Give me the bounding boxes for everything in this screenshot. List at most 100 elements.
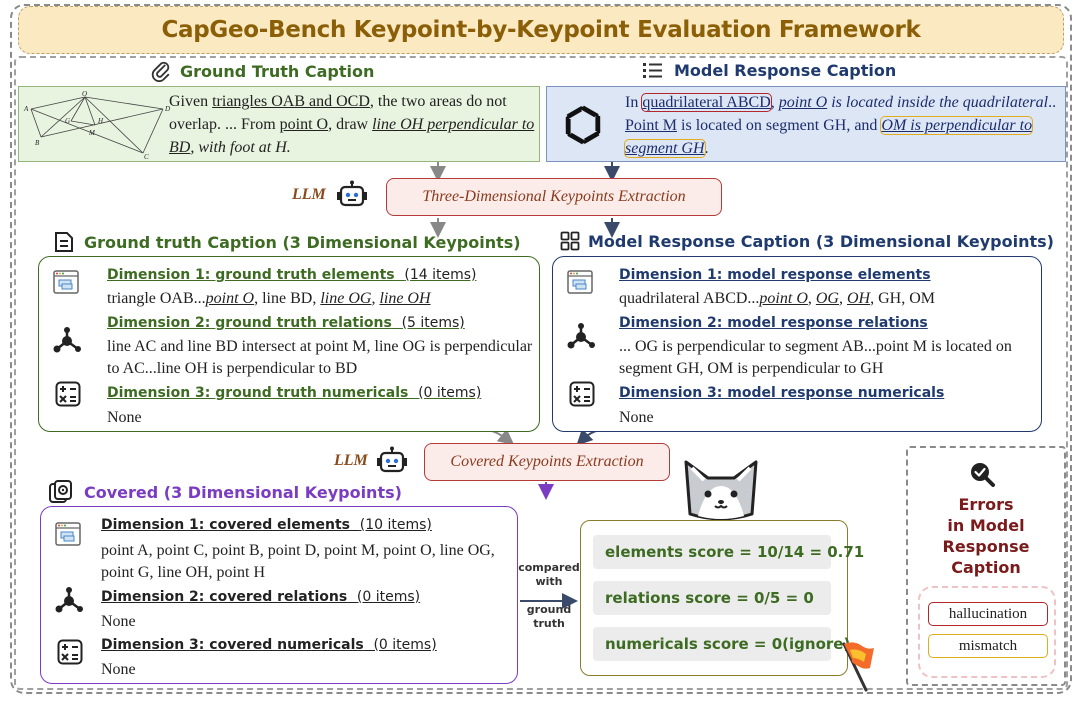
model-kp-box: Dimension 1: model response elements qua…: [552, 256, 1042, 432]
document-icon: [55, 232, 73, 252]
covered-dim2-body: None: [101, 611, 513, 633]
diagram-point-h: H: [97, 117, 104, 125]
diagram-point-b: B: [35, 139, 40, 147]
covered-header: Covered (3 Dimensional Keypoints): [48, 479, 402, 505]
covered-dim2-count: (0 items): [356, 589, 421, 605]
compare-label-line2: with: [535, 575, 563, 588]
inner-frame: [14, 56, 1068, 690]
errors-title-line3: Response: [942, 537, 1030, 556]
text-segment: ,: [371, 290, 380, 307]
scores-box: elements score = 10/14 = 0.71 relations …: [580, 520, 864, 676]
model-dim3-title: Dimension 3: model response numericals: [619, 385, 945, 401]
flag-icon: [842, 642, 874, 692]
text-segment: None: [101, 661, 136, 678]
numericals-score: numericals score = 0(ignore): [593, 627, 850, 661]
gt-caption-text: Given triangles OAB and OCD, the two are…: [169, 90, 535, 159]
calculator-numericals-icon: [57, 639, 83, 665]
elements-score: elements score = 10/14 = 0.71: [593, 535, 864, 569]
molecule-relations-icon: [567, 323, 595, 349]
llm-label-2: LLM: [334, 452, 368, 469]
search-error-icon: [971, 463, 995, 487]
compare-label-line3: ground: [526, 603, 572, 616]
gt-caption-box: A O D B G M H C Given triangles OAB and …: [18, 86, 540, 162]
page-title: CapGeo-Bench Keypoint-by-Keypoint Evalua…: [161, 17, 921, 43]
model-caption-box: In quadrilateral ABCD, point O is locate…: [546, 86, 1066, 162]
covered-box: Dimension 1: covered elements (10 items)…: [40, 506, 518, 684]
text-segment: .: [704, 140, 709, 157]
text-segment: triangle OAB...: [107, 290, 206, 307]
paperclip-icon: [151, 61, 170, 82]
text-segment: point O: [205, 290, 255, 307]
llm-label-1: LLM: [292, 186, 326, 203]
covered-dim1-heading: Dimension 1: covered elements (10 items): [101, 517, 432, 533]
gt-kp-header: Ground truth Caption (3 Dimensional Keyp…: [54, 231, 521, 253]
geometry-diagram: A O D B G M H C: [23, 91, 170, 159]
text-segment: line OH perpendicular to: [372, 116, 535, 133]
text-segment: ... OG is perpendicular to segment AB...…: [619, 338, 1012, 377]
model-dim2-body: ... OG is perpendicular to segment AB...…: [619, 336, 1035, 380]
compare-label-line1: compared: [518, 561, 580, 574]
gt-dim2-body: line AC and line BD intersect at point M…: [107, 336, 533, 380]
robot-icon: [376, 446, 407, 473]
text-segment: , line BD,: [254, 290, 321, 307]
covered-dim3-count: (0 items): [373, 637, 437, 653]
calculator-numericals-icon: [569, 381, 595, 407]
model-caption-header: Model Response Caption: [642, 60, 896, 80]
diagram-point-o: O: [82, 91, 87, 98]
list-icon: [643, 63, 662, 78]
text-segment: OG: [815, 290, 839, 307]
gt-dim3-heading: Dimension 3: ground truth numericals (0 …: [107, 385, 481, 401]
model-dim3-heading: Dimension 3: model response numericals: [619, 385, 944, 401]
gt-kp-title: Ground truth Caption (3 Dimensional Keyp…: [84, 232, 521, 252]
llm-agent-2: LLM: [334, 446, 408, 476]
relations-score: relations score = 0/5 = 0: [593, 581, 831, 615]
errors-title-line2: in Model: [947, 516, 1025, 535]
text-segment: Point M: [625, 117, 678, 134]
title-bar: CapGeo-Bench Keypoint-by-Keypoint Evalua…: [18, 6, 1064, 54]
model-kp-title: Model Response Caption (3 Dimensional Ke…: [588, 231, 1054, 251]
covered-title: Covered (3 Dimensional Keypoints): [84, 482, 402, 502]
covered-dim2-heading: Dimension 2: covered relations (0 items): [101, 589, 420, 605]
gt-dim3-body: None: [107, 407, 533, 429]
diagram-point-m: M: [88, 129, 96, 137]
text-segment: ..: [1048, 94, 1057, 111]
hallucination-tag: hallucination: [928, 602, 1048, 626]
text-segment: Given: [169, 93, 213, 110]
gt-kp-box: Dimension 1: ground truth elements (14 i…: [38, 256, 540, 432]
model-dim1-body: quadrilateral ABCD...point O, OG, OH, GH…: [619, 288, 1037, 310]
mismatch-tag: mismatch: [928, 634, 1048, 658]
errors-panel: Errors in Model Response Caption halluci…: [906, 446, 1066, 686]
text-segment: , the two areas do not overlap. ... From: [169, 93, 507, 133]
gt-dim1-count: (14 items): [404, 267, 477, 283]
window-elements-icon: [53, 270, 79, 294]
llm-agent-1: LLM: [292, 180, 368, 210]
text-segment: line AC and line BD intersect at point M…: [107, 338, 533, 377]
covered-dim1-body: point A, point C, point B, point D, poin…: [101, 540, 513, 584]
text-segment: is located inside the quadrilateral: [827, 94, 1049, 111]
errors-title: Errors in Model Response Caption: [908, 494, 1064, 578]
three-dim-extraction-label: Three-Dimensional Keypoints Extraction: [422, 188, 686, 205]
covered-dim1-title: Dimension 1: covered elements: [101, 517, 350, 533]
covered-dim1-count: (10 items): [359, 517, 432, 533]
text-segment: BD: [169, 139, 191, 156]
covered-dim2-title: Dimension 2: covered relations: [101, 589, 348, 605]
text-segment: point O: [759, 290, 808, 307]
text-segment: ,: [770, 94, 779, 111]
text-segment: line OH: [379, 290, 431, 307]
gt-dim2-title: Dimension 2: ground truth relations: [107, 315, 392, 331]
diagram-point-c: C: [144, 153, 149, 159]
text-segment: ,: [807, 290, 816, 307]
compare-label: compared with ground truth: [516, 561, 582, 631]
text-segment: point O: [279, 116, 329, 133]
model-dim1-title: Dimension 1: model response elements: [619, 267, 931, 283]
text-segment: , with foot at H.: [190, 139, 291, 156]
gt-dim3-title: Dimension 3: ground truth numericals: [107, 385, 409, 401]
diagram-point-g: G: [65, 117, 70, 125]
molecule-relations-icon: [53, 327, 81, 353]
model-caption-text: In quadrilateral ABCD, point O is locate…: [623, 91, 1061, 160]
gt-caption-header: Ground Truth Caption: [150, 60, 374, 82]
text-segment: None: [107, 409, 142, 426]
text-segment: None: [619, 409, 654, 426]
text-segment: In: [625, 94, 643, 111]
gt-dim1-title: Dimension 1: ground truth elements: [107, 267, 395, 283]
